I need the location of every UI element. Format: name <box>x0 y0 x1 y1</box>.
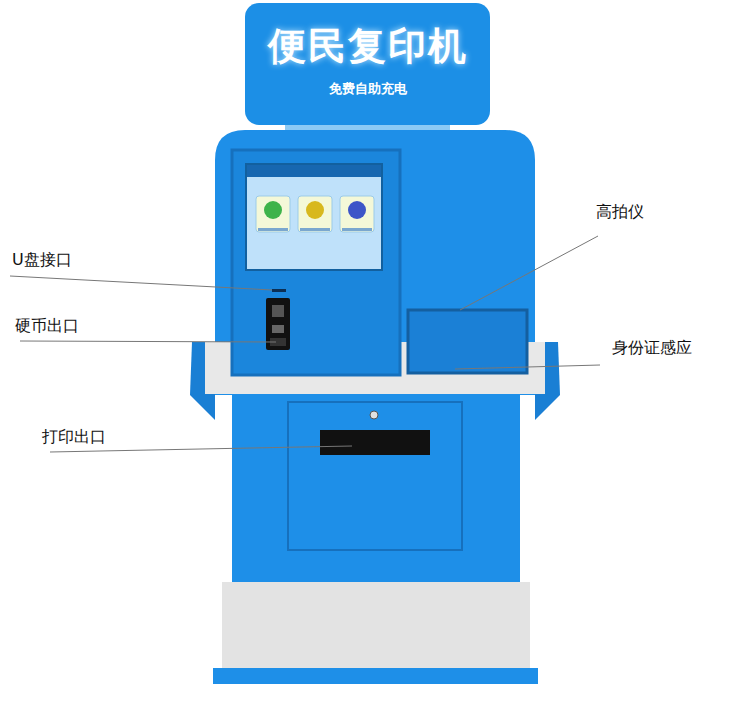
screen-button-text <box>258 228 288 231</box>
screen-button-text <box>300 228 330 231</box>
screen-button-text <box>342 228 372 231</box>
leader-line <box>10 276 272 290</box>
coin-slot <box>272 305 284 317</box>
leader-line <box>50 446 352 452</box>
leader-line <box>20 341 276 342</box>
part-label: 打印出口 <box>42 427 106 448</box>
sign-subtitle: 免费自助充电 <box>329 80 407 98</box>
screen-button <box>340 196 374 232</box>
sign-board: 便民复印机免费自助充电 <box>245 3 490 125</box>
screen-body <box>247 177 381 269</box>
screen-button <box>256 196 290 232</box>
part-label: 身份证感应 <box>612 338 692 359</box>
screen-icon <box>348 201 366 219</box>
screen-header <box>247 165 381 177</box>
part-label: 硬币出口 <box>15 316 79 337</box>
screen-button <box>298 196 332 232</box>
lock <box>370 411 378 419</box>
sign-title: 便民复印机 <box>268 21 468 72</box>
leader-line <box>460 236 598 310</box>
base-foot <box>213 668 538 684</box>
screen-icon <box>306 201 324 219</box>
part-label: U盘接口 <box>12 250 72 271</box>
cabinet-door <box>288 402 462 550</box>
leader-line <box>455 365 600 369</box>
coin-button <box>272 325 284 333</box>
screen-icon <box>264 201 282 219</box>
base <box>222 582 530 672</box>
scanner-panel <box>408 310 527 373</box>
lower-body <box>232 394 520 582</box>
usb-port <box>272 289 286 292</box>
upper-body <box>215 130 535 395</box>
part-label: 高拍仪 <box>596 202 644 223</box>
front-panel <box>232 150 400 375</box>
screen <box>246 164 382 270</box>
print-slot <box>320 430 430 455</box>
